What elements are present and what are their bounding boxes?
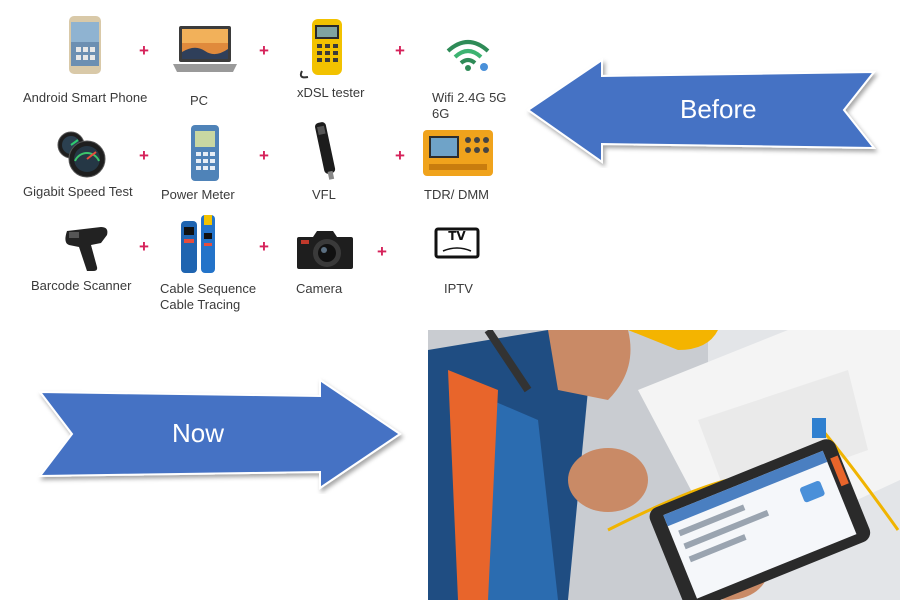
plus-sign: + <box>139 237 149 256</box>
device-camera <box>290 220 360 276</box>
device-iptv: TV <box>422 218 492 268</box>
label-wifi-line1: Wifi 2.4G 5G <box>432 90 507 105</box>
label-power-meter: Power Meter <box>161 187 235 202</box>
label-barcode-scanner: Barcode Scanner <box>31 278 132 293</box>
plus-sign: + <box>259 237 269 256</box>
power-meter-icon <box>170 122 240 184</box>
camera-icon <box>290 220 360 276</box>
plus-sign: + <box>395 146 405 165</box>
plus-sign: + <box>139 146 149 165</box>
device-gigabit-speed-test <box>46 128 116 180</box>
label-android-smart-phone: Android Smart Phone <box>23 90 148 105</box>
plus-sign: + <box>377 242 387 261</box>
label-iptv: IPTV <box>444 281 473 296</box>
label-vfl: VFL <box>312 187 336 202</box>
tv-icon <box>422 218 492 268</box>
laptop-icon <box>170 22 240 77</box>
plus-sign: + <box>259 146 269 165</box>
now-label: Now <box>172 418 225 448</box>
label-cable-tracing: Cable Tracing <box>160 297 241 312</box>
device-barcode-scanner <box>54 220 124 276</box>
device-power-meter <box>170 122 240 184</box>
speedometer-icon <box>46 128 116 180</box>
before-label: Before <box>680 94 757 124</box>
tdr-dmm-icon <box>420 122 496 182</box>
plus-sign: + <box>139 41 149 60</box>
cable-tracer-icon <box>164 212 234 278</box>
device-tdr-dmm <box>420 122 496 182</box>
before-arrow <box>526 58 877 164</box>
vfl-pen-icon <box>290 120 360 182</box>
barcode-scanner-icon <box>54 220 124 276</box>
device-pc <box>170 22 240 77</box>
label-xdsl-tester: xDSL tester <box>297 85 365 100</box>
label-wifi-line2: 6G <box>432 106 450 121</box>
label-pc: PC <box>190 93 209 108</box>
plus-sign: + <box>395 41 405 60</box>
wifi-icon <box>433 28 503 78</box>
label-gigabit-speed-test: Gigabit Speed Test <box>23 184 133 199</box>
device-xdsl-tester <box>288 16 358 82</box>
technician-photo <box>428 330 900 600</box>
now-arrow <box>37 378 402 490</box>
device-vfl <box>290 120 360 182</box>
tv-text: TV <box>448 229 466 243</box>
device-wifi <box>433 28 503 78</box>
xdsl-tester-icon <box>288 16 358 82</box>
label-tdr-dmm: TDR/ DMM <box>424 187 489 202</box>
smartphone-icon <box>50 14 120 76</box>
label-camera: Camera <box>296 281 343 296</box>
device-cable-sequence <box>164 212 234 278</box>
device-android-smart-phone <box>50 14 120 76</box>
label-cable-sequence: Cable Sequence <box>160 281 257 296</box>
plus-sign: + <box>259 41 269 60</box>
